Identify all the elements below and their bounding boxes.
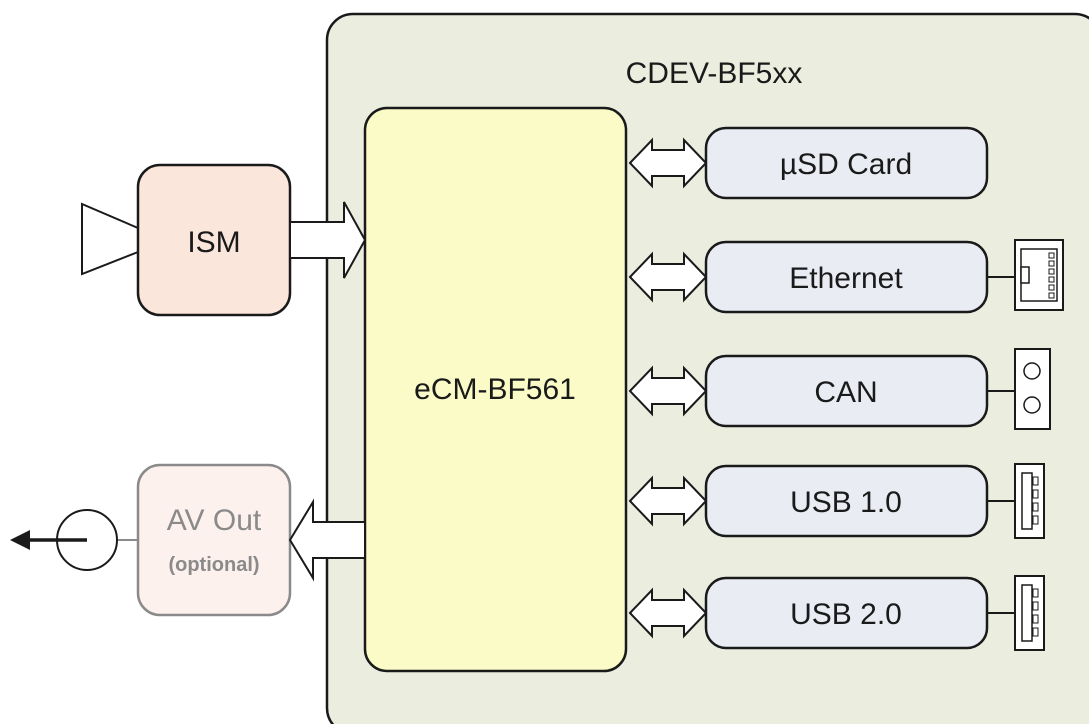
- usb-pin: [1032, 614, 1039, 624]
- rj45-pin: [1048, 252, 1055, 259]
- peripheral-row: USB 1.0: [628, 463, 1045, 539]
- usb-connector-icon: [1014, 463, 1045, 539]
- peripheral-label: USB 2.0: [790, 598, 902, 631]
- can-body: [1014, 348, 1051, 430]
- usb-pin: [1032, 489, 1039, 499]
- ism-label: ISM: [187, 226, 240, 259]
- usb-pin: [1032, 476, 1039, 486]
- peripheral-label: Ethernet: [789, 262, 903, 295]
- av-out-label: AV Out: [167, 504, 262, 537]
- peripheral-row: Ethernet: [628, 239, 1064, 314]
- usb-pin: [1032, 515, 1039, 525]
- video-out-arrow-head-icon: [10, 530, 30, 550]
- usb-pin: [1032, 601, 1039, 611]
- processor-block: [363, 106, 628, 673]
- peripheral-label: CAN: [814, 376, 877, 409]
- processor-label: eCM-BF561: [414, 373, 576, 406]
- av-out-sublabel: (optional): [168, 554, 259, 576]
- rj45-pin: [1048, 268, 1055, 275]
- can-pin: [1023, 362, 1041, 380]
- rj45-pin: [1048, 276, 1055, 283]
- peripheral-box: [704, 126, 989, 200]
- peripheral-row: USB 2.0: [628, 575, 1045, 651]
- ism-to-processor-arrow: [289, 201, 367, 279]
- rj45-latch: [1020, 266, 1030, 284]
- usb-connector-icon: [1014, 575, 1045, 651]
- rj45-icon: [1014, 239, 1064, 311]
- camera-lens-icon: [81, 202, 139, 276]
- board-title: CDEV-BF5xx: [626, 57, 803, 90]
- usb-pin: [1032, 502, 1039, 512]
- usb-pin: [1032, 627, 1039, 637]
- usb-pin: [1032, 588, 1039, 598]
- peripheral-row: CAN: [628, 348, 1051, 430]
- usb-tongue: [1021, 472, 1033, 530]
- av-out-block: [136, 463, 292, 617]
- peripheral-row: µSD Card: [628, 126, 989, 200]
- rj45-pin: [1048, 284, 1055, 291]
- peripheral-label: USB 1.0: [790, 486, 902, 519]
- rj45-pin: [1048, 292, 1055, 299]
- processor-to-av-out-arrow: [288, 498, 366, 582]
- rj45-pin: [1048, 260, 1055, 267]
- peripheral-label: µSD Card: [780, 148, 912, 181]
- can-pin: [1023, 396, 1041, 414]
- usb-tongue: [1021, 584, 1033, 642]
- can-connector-icon: [1014, 348, 1051, 430]
